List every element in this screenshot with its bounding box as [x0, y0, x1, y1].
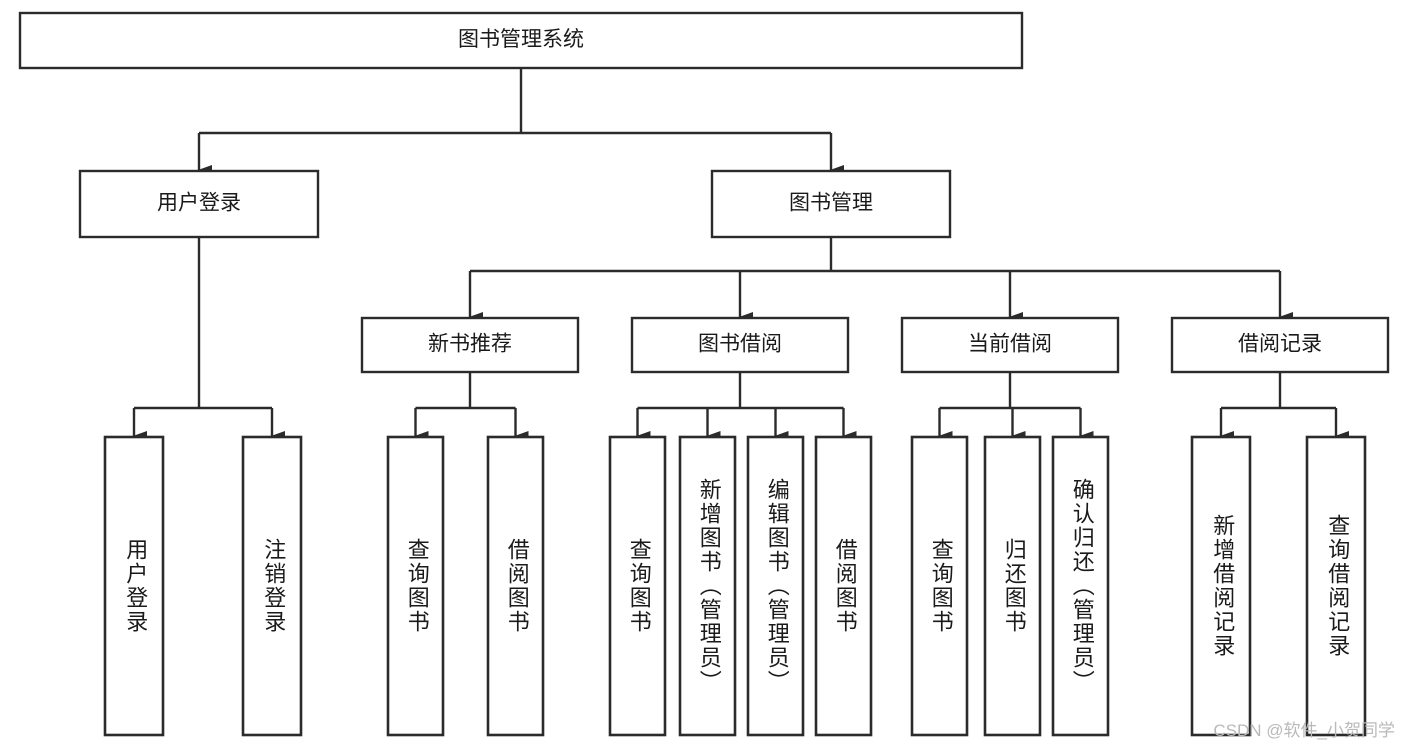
node-label-leaf-query-book-1: 查询图书	[405, 538, 430, 634]
node-label-book-manage: 图书管理	[789, 192, 873, 215]
node-layer: 图书管理系统用户登录图书管理新书推荐图书借阅当前借阅借阅记录用户登录注销登录查询…	[18, 11, 1390, 737]
node-box-user-login	[78, 169, 320, 239]
node-leaf-user-login[interactable]: 用户登录	[103, 435, 165, 737]
node-leaf-logout[interactable]: 注销登录	[241, 435, 303, 737]
node-box-borrow-record	[1170, 316, 1390, 374]
node-label-borrow-record: 借阅记录	[1238, 333, 1322, 356]
connector-layer	[132, 68, 1349, 441]
node-new-book-rec[interactable]: 新书推荐	[360, 316, 580, 374]
node-root[interactable]: 图书管理系统	[18, 11, 1024, 70]
node-leaf-query-book-1[interactable]: 查询图书	[386, 435, 445, 737]
node-box-current-borrow	[900, 316, 1120, 374]
node-box-leaf-query-book-3	[910, 435, 969, 737]
node-leaf-query-book-3[interactable]: 查询图书	[910, 435, 969, 737]
node-leaf-return-book[interactable]: 归还图书	[983, 435, 1042, 737]
node-leaf-add-book[interactable]: 新增图书（管理员）	[678, 435, 737, 737]
node-label-leaf-edit-book: 编辑图书（管理员）	[765, 478, 790, 694]
node-box-leaf-borrow-book-1	[486, 435, 545, 737]
node-user-login[interactable]: 用户登录	[78, 169, 320, 239]
node-borrow-record[interactable]: 借阅记录	[1170, 316, 1390, 374]
node-label-leaf-return-book: 归还图书	[1002, 538, 1027, 634]
node-box-leaf-user-login	[103, 435, 165, 737]
node-label-root: 图书管理系统	[458, 28, 584, 51]
node-box-leaf-query-book-1	[386, 435, 445, 737]
node-label-leaf-query-book-3: 查询图书	[929, 538, 954, 634]
node-label-leaf-borrow-book-2: 借阅图书	[833, 538, 858, 634]
node-box-leaf-edit-book	[746, 435, 805, 737]
node-box-leaf-add-record	[1190, 435, 1252, 737]
node-leaf-edit-book[interactable]: 编辑图书（管理员）	[746, 435, 805, 737]
node-leaf-query-book-2[interactable]: 查询图书	[608, 435, 667, 737]
node-box-book-manage	[710, 169, 952, 239]
node-label-new-book-rec: 新书推荐	[428, 333, 512, 356]
node-book-manage[interactable]: 图书管理	[710, 169, 952, 239]
node-box-leaf-confirm-return	[1051, 435, 1110, 737]
node-label-current-borrow: 当前借阅	[968, 333, 1052, 356]
node-label-leaf-add-record: 新增借阅记录	[1210, 514, 1235, 658]
node-book-borrow[interactable]: 图书借阅	[630, 316, 850, 374]
node-leaf-confirm-return[interactable]: 确认归还（管理员）	[1051, 435, 1110, 737]
node-leaf-add-record[interactable]: 新增借阅记录	[1190, 435, 1252, 737]
node-label-user-login: 用户登录	[157, 192, 241, 215]
node-box-leaf-borrow-book-2	[814, 435, 873, 737]
node-label-leaf-query-record: 查询借阅记录	[1325, 514, 1350, 658]
node-leaf-query-record[interactable]: 查询借阅记录	[1305, 435, 1367, 737]
node-label-leaf-logout: 注销登录	[261, 538, 286, 634]
node-label-leaf-query-book-2: 查询图书	[627, 538, 652, 634]
csdn-watermark: CSDN @软件_小贺同学	[1213, 721, 1395, 740]
node-box-book-borrow	[630, 316, 850, 374]
node-label-leaf-user-login: 用户登录	[123, 538, 148, 634]
node-box-new-book-rec	[360, 316, 580, 374]
node-label-leaf-add-book: 新增图书（管理员）	[697, 478, 722, 694]
node-box-leaf-query-book-2	[608, 435, 667, 737]
node-box-leaf-add-book	[678, 435, 737, 737]
node-leaf-borrow-book-2[interactable]: 借阅图书	[814, 435, 873, 737]
node-box-leaf-return-book	[983, 435, 1042, 737]
node-label-leaf-confirm-return: 确认归还（管理员）	[1070, 478, 1095, 694]
node-box-leaf-query-record	[1305, 435, 1367, 737]
node-box-leaf-logout	[241, 435, 303, 737]
node-box-root	[18, 11, 1024, 70]
node-label-book-borrow: 图书借阅	[698, 333, 782, 356]
node-current-borrow[interactable]: 当前借阅	[900, 316, 1120, 374]
node-leaf-borrow-book-1[interactable]: 借阅图书	[486, 435, 545, 737]
node-label-leaf-borrow-book-1: 借阅图书	[505, 538, 530, 634]
